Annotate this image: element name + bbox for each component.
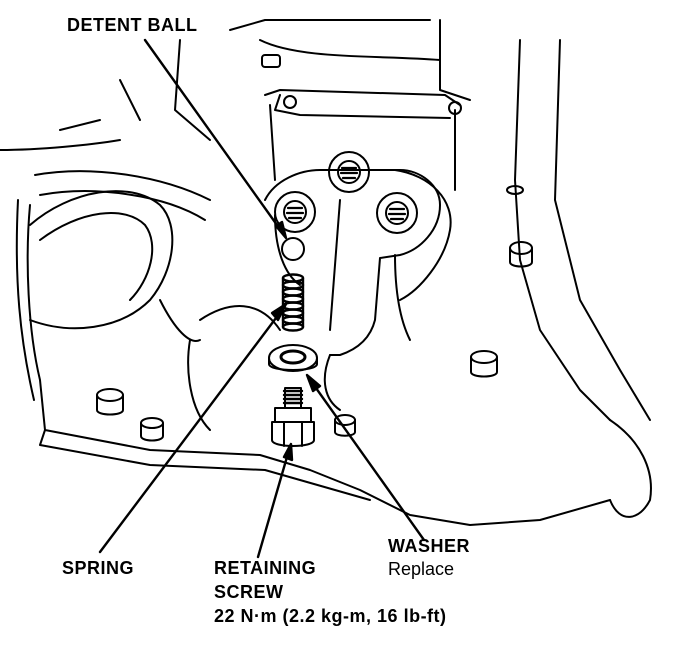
leader-lines [98,38,426,559]
bolt-boss-right [376,192,418,234]
retaining-screw-torque-spec: 22 N·m (2.2 kg-m, 16 lb-ft) [214,606,447,626]
spring-label: SPRING [62,558,135,578]
washer-part [268,344,318,372]
bolt-heads [96,185,533,442]
washer-replace-note: Replace [388,559,455,579]
top-cover [259,39,462,301]
retaining-screw-part [271,387,315,447]
washer-label: WASHER [388,536,471,556]
retaining-screw-label-line2: SCREW [214,582,284,602]
bolt-boss-left [274,191,316,233]
spring-part [281,273,305,332]
detent-ball-label: DETENT BALL [67,15,198,35]
retaining-screw-label-line1: RETAINING [214,558,317,578]
detent-ball-part [281,237,305,261]
bolt-boss-top [328,151,370,193]
housing-outline [0,19,652,526]
left-cavity [29,119,281,431]
